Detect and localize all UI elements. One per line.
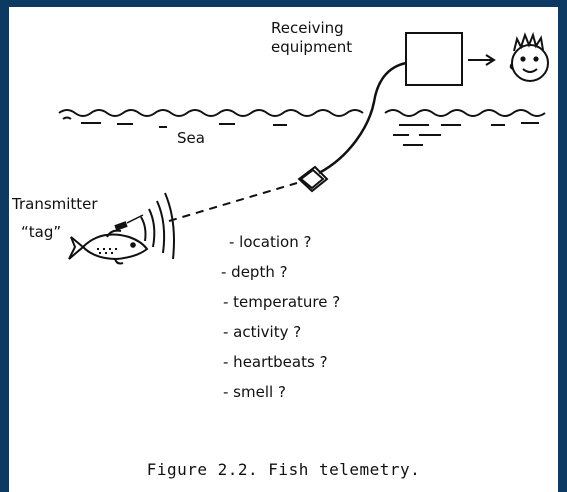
question-item: - activity ? <box>223 323 301 341</box>
question-item: - location ? <box>229 233 311 251</box>
question-item: - smell ? <box>223 383 286 401</box>
receiving-label-line2: equipment <box>271 38 352 56</box>
tag-antenna <box>126 214 144 224</box>
signal-path <box>168 182 298 222</box>
question-list: - location ? - depth ? - temperature ? -… <box>221 233 340 401</box>
figure-caption: Figure 2.2. Fish telemetry. <box>146 460 421 479</box>
question-item: - heartbeats ? <box>223 353 328 371</box>
receiver-cable <box>318 61 407 175</box>
person-face-icon <box>509 31 549 82</box>
figure-frame: Receiving equipment Sea Transmitter “tag… <box>9 7 558 492</box>
question-item: - temperature ? <box>223 293 340 311</box>
receiver-to-person-arrow <box>468 54 496 66</box>
fish-icon <box>68 229 149 265</box>
transmitter-label-line1: Transmitter <box>11 195 98 213</box>
signal-waves-icon <box>140 192 175 260</box>
receiving-label-line1: Receiving <box>271 19 344 37</box>
question-item: - depth ? <box>221 263 288 281</box>
sea-waves <box>58 109 546 146</box>
transmitter-tag <box>114 221 128 231</box>
sea-label: Sea <box>177 129 205 147</box>
receiver-box <box>405 32 463 86</box>
fish-telemetry-diagram: Receiving equipment Sea Transmitter “tag… <box>11 19 549 401</box>
hydrophone-icon <box>297 165 329 193</box>
transmitter-label-line2: “tag” <box>21 223 61 241</box>
